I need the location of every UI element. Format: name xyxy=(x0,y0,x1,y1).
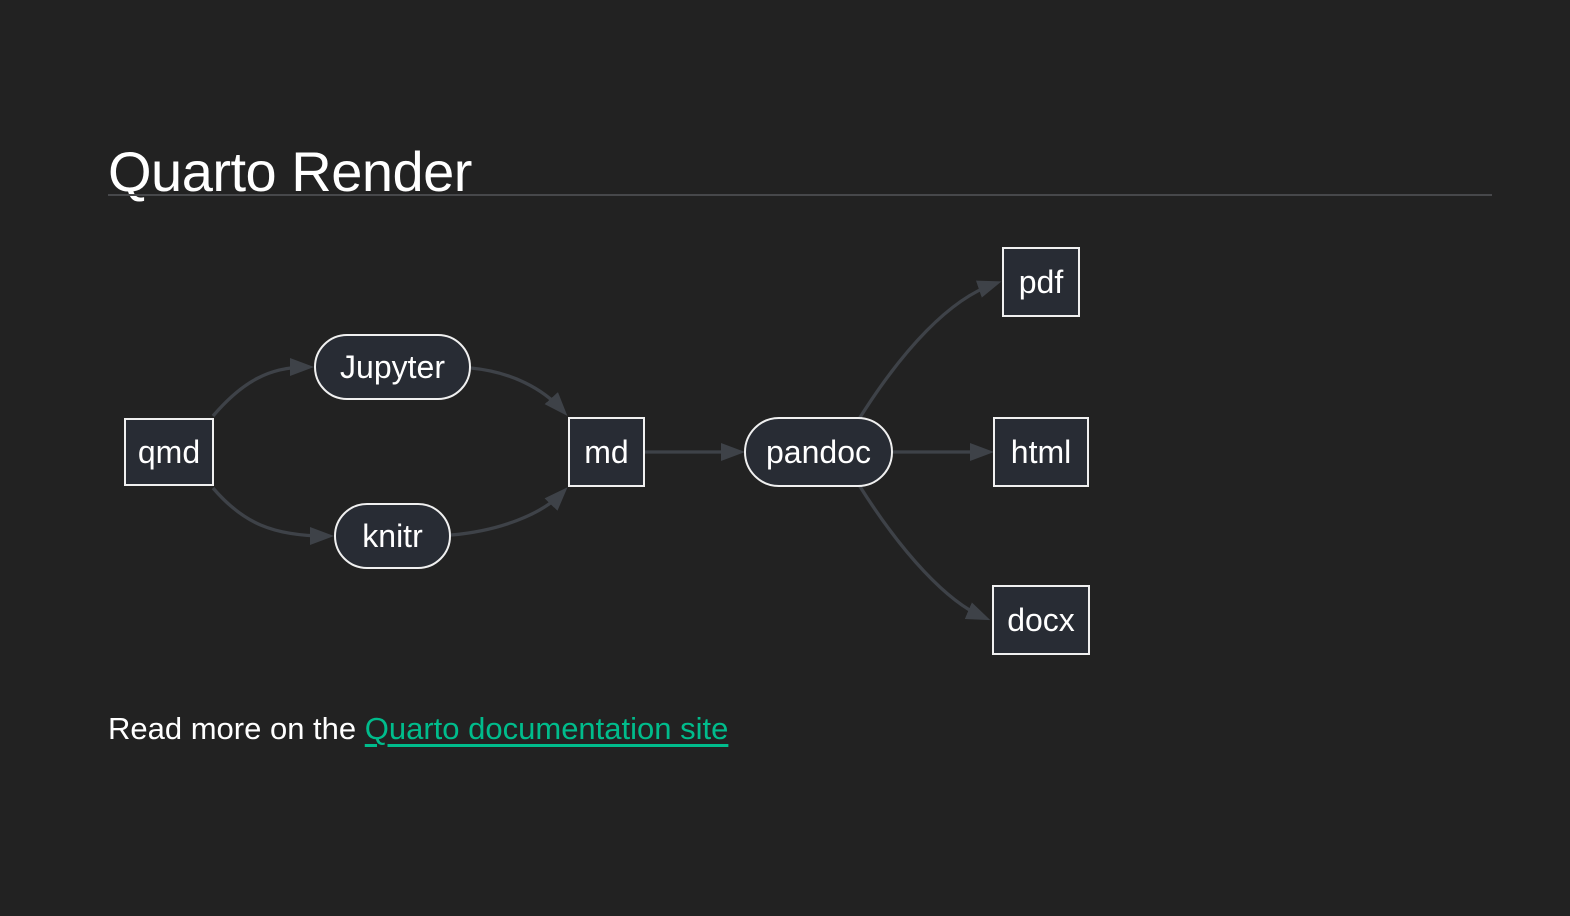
edge-pandoc-pdf xyxy=(857,280,1002,420)
flowchart-node-knitr: knitr xyxy=(334,503,451,569)
node-label-pandoc: pandoc xyxy=(766,434,871,470)
read-more-text: Read more on the xyxy=(108,711,365,746)
title-divider xyxy=(108,194,1492,196)
edge-jupyter-md xyxy=(470,366,568,416)
node-label-md: md xyxy=(584,434,629,470)
flowchart-node-jupyter: Jupyter xyxy=(314,334,471,400)
edge-qmd-knitr xyxy=(211,486,334,545)
flowchart-node-pdf: pdf xyxy=(1002,247,1080,317)
flowchart-node-qmd: qmd xyxy=(124,418,214,486)
node-label-qmd: qmd xyxy=(137,434,201,470)
flowchart-node-md: md xyxy=(568,417,645,487)
page-title: Quarto Render xyxy=(108,139,472,203)
edge-qmd-jupyter xyxy=(211,358,314,418)
quarto-documentation-link[interactable]: Quarto documentation site xyxy=(364,711,729,746)
node-label-jupyter: Jupyter xyxy=(340,349,445,385)
node-label-pdf: pdf xyxy=(1018,264,1064,300)
read-more-paragraph: Read more on the Quarto documentation si… xyxy=(108,711,728,747)
flowchart-node-pandoc: pandoc xyxy=(744,417,893,487)
flowchart-node-docx: docx xyxy=(992,585,1090,655)
node-label-html: html xyxy=(1010,434,1072,470)
node-label-knitr: knitr xyxy=(362,518,423,554)
node-label-docx: docx xyxy=(1007,602,1075,638)
edge-knitr-md xyxy=(450,487,568,537)
flowchart-node-html: html xyxy=(993,417,1089,487)
edge-pandoc-docx xyxy=(857,484,991,621)
